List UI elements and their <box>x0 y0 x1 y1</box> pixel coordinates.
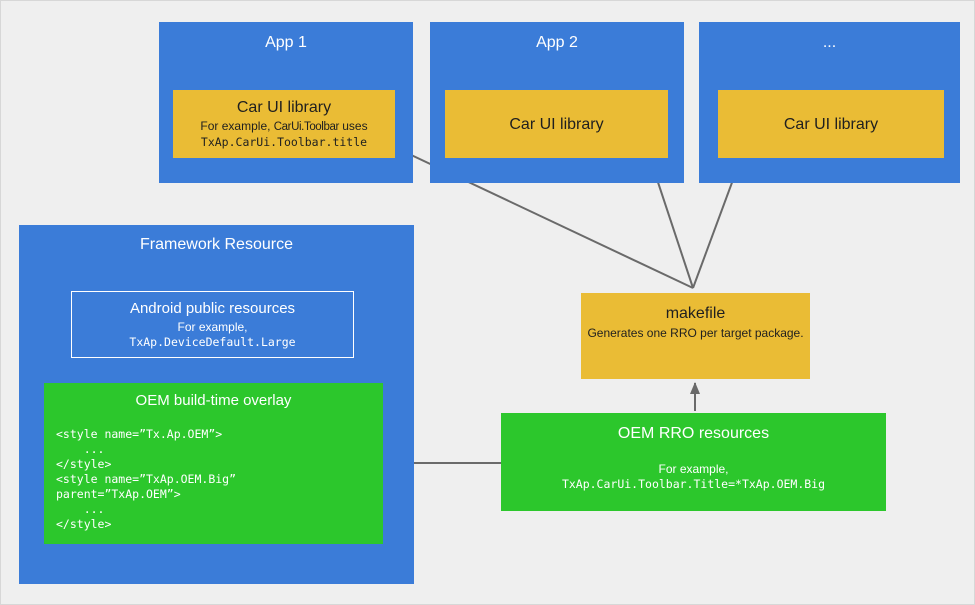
android-public-resources-title: Android public resources <box>129 300 296 317</box>
overlay-code-block: <style name=”Tx.Ap.OEM”> ... </style> <s… <box>44 427 383 532</box>
example-prefix: For example, <box>200 119 274 133</box>
code-line: ... <box>56 502 105 516</box>
example-symbol: CarUi.Toolbar <box>273 121 340 133</box>
car-ui-library-title: Car UI library <box>236 99 332 116</box>
rro-example-code: TxAp.CarUi.Toolbar.Title=*TxAp.OEM.Big <box>561 477 826 491</box>
code-line: <style name=”TxAp.OEM.Big” <box>56 472 237 486</box>
android-example-label: For example, <box>177 320 248 334</box>
framework-resource-box: Framework Resource Android public resour… <box>19 225 414 584</box>
car-ui-library-example-code: TxAp.CarUi.Toolbar.title <box>200 135 368 149</box>
makefile-title: makefile <box>665 305 726 322</box>
makefile-box: makefile Generates one RRO per target pa… <box>581 293 810 379</box>
app1-car-ui-library-box: Car UI library For example, CarUi.Toolba… <box>173 90 395 158</box>
app-ellipsis-title: ... <box>822 34 837 51</box>
car-ui-library-title: Car UI library <box>783 115 879 133</box>
app-ellipsis-car-ui-library-box: Car UI library <box>718 90 944 158</box>
oem-build-time-overlay-box: OEM build-time overlay <style name=”Tx.A… <box>44 383 383 544</box>
code-line: </style> <box>56 517 112 531</box>
oem-rro-resources-title: OEM RRO resources <box>617 425 770 442</box>
code-line: <style name=”Tx.Ap.OEM”> <box>56 427 223 441</box>
car-ui-library-title: Car UI library <box>509 115 604 133</box>
makefile-description: Generates one RRO per target package. <box>587 326 804 340</box>
app2-car-ui-library-box: Car UI library <box>445 90 668 158</box>
app-ellipsis-box: ... Car UI library <box>699 22 960 183</box>
car-ui-library-example: For example, CarUi.Toolbar uses <box>173 118 395 135</box>
app2-box: App 2 Car UI library <box>430 22 684 183</box>
code-line: parent=”TxAp.OEM”> <box>56 487 181 501</box>
code-line: ... <box>56 442 105 456</box>
oem-build-time-overlay-title: OEM build-time overlay <box>135 392 292 409</box>
android-public-resources-box: Android public resources For example, Tx… <box>71 291 354 358</box>
app1-box: App 1 Car UI library For example, CarUi.… <box>159 22 413 183</box>
example-suffix: uses <box>338 119 368 133</box>
oem-rro-resources-box: OEM RRO resources For example, TxAp.CarU… <box>501 413 886 511</box>
app1-title: App 1 <box>265 34 307 51</box>
code-line: </style> <box>56 457 112 471</box>
app2-title: App 2 <box>536 34 578 51</box>
framework-resource-title: Framework Resource <box>140 236 293 253</box>
android-example-code: TxAp.DeviceDefault.Large <box>129 335 296 349</box>
rro-example-label: For example, <box>658 462 729 476</box>
